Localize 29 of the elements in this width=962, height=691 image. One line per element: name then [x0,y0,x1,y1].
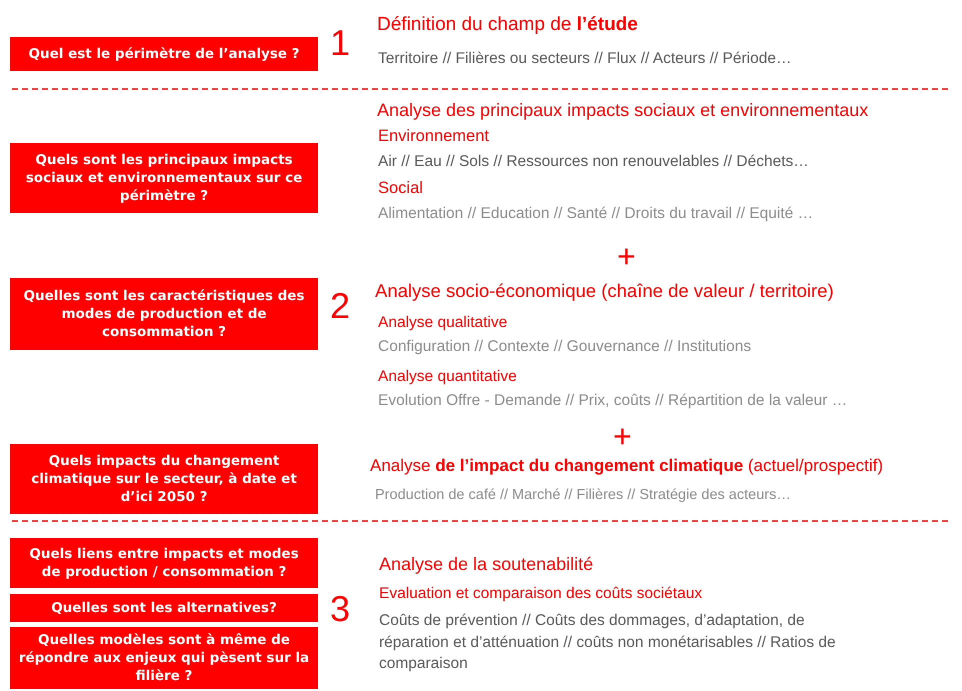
section-heading: Analyse socio-économique (chaîne de valeur / territoire) [375,280,834,302]
item-list: Evolution Offre - Demande // Prix, coûts // Répartition de la valeur … [378,392,848,410]
question-box: Quelles sont les alternatives? [10,594,318,622]
question-box: Quels sont les principaux impacts sociaux et environnementaux sur ce périmètre ? [10,143,318,213]
section-heading: Analyse de la soutenabilité [379,554,594,575]
step-number: 2 [330,285,350,326]
item-list: Alimentation // Education // Santé // Droits du travail // Equité … [378,205,814,223]
section-heading: Définition du champ de l’étude [377,14,638,36]
subheading: Evaluation et comparaison des coûts sociétaux [379,585,702,603]
item-list: Air // Eau // Sols // Ressources non renouvelables // Déchets… [378,153,809,171]
item-list: Configuration // Contexte // Gouvernance // Institutions [378,338,752,356]
item-list: Territoire // Filières ou secteurs // Flux // Acteurs // Période… [378,50,792,68]
subheading: Analyse qualitative [378,314,508,332]
step-number: 1 [330,22,350,64]
question-box: Quel est le périmètre de l’analyse ? [10,37,318,71]
question-box: Quelles sont les caractéristiques des modes de production et de consommation ? [10,278,318,350]
question-box: Quels impacts du changement climatique sur le secteur, à date et d’ici 2050 ? [10,444,318,514]
subheading: Social [378,179,423,198]
section-heading: Analyse des principaux impacts sociaux et environnementaux [377,100,868,121]
item-list: Production de café // Marché // Filières // Stratégie des acteurs… [375,487,791,504]
question-box: Quelles modèles sont à même de répondre aux enjeux qui pèsent sur la filière ? [10,627,318,689]
subheading: Analyse quantitative [378,368,517,386]
item-list: Coûts de prévention // Coûts des dommages, d’adaptation, de réparation et d’atténuation // coûts non monétarisables // Ratios de comparaison [379,610,849,676]
question-box: Quels liens entre impacts et modes de production / consommation ? [10,538,318,588]
plus-sign: + [613,418,632,455]
subheading: Environnement [378,127,489,146]
plus-sign: + [617,238,636,275]
section-heading: Analyse de l’impact du changement climatique (actuel/prospectif) [370,456,883,476]
step-number: 3 [330,588,350,630]
